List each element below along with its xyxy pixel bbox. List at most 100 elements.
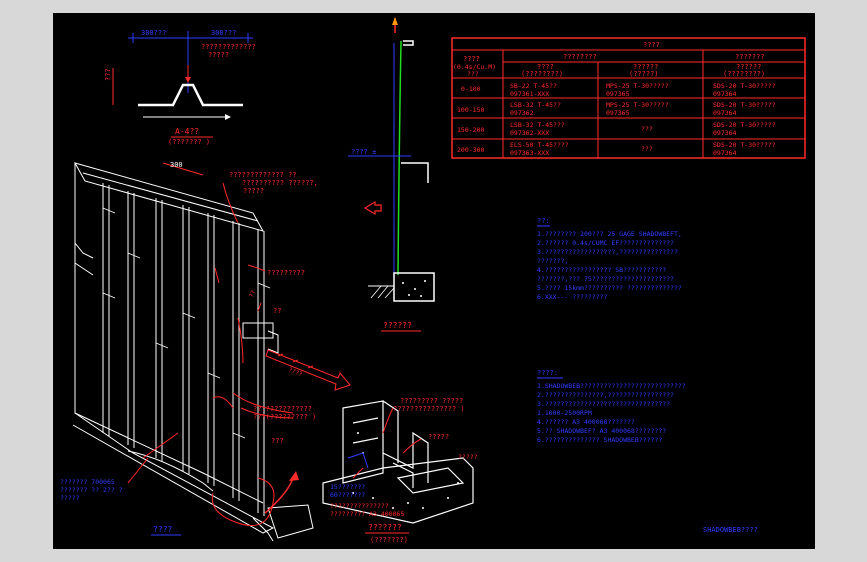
notes1-line: 3.??????????????????,??????????????? <box>537 248 678 256</box>
dim-left-text: 300??? <box>141 29 166 37</box>
callout-bracket-1: ??.??????????? <box>253 405 312 413</box>
table-cell: 0-100 <box>461 85 481 93</box>
notes1-line: 2.?????? 0.4s/CUMC EF?????????????? <box>537 239 674 247</box>
dim-top-text: 300 <box>170 161 183 169</box>
footer-stamp: SHADOWBEB???? <box>703 526 758 534</box>
table-title: ???? <box>643 41 660 49</box>
notes2-line: 1.SHADOWBEB??????????????????????????? <box>537 382 686 390</box>
callout-base: ??? <box>271 437 284 445</box>
table-cell: ??? <box>641 125 653 133</box>
notes1-title: ??: <box>537 217 550 225</box>
table-cell: 097364 <box>713 129 737 137</box>
corner-callout-4: ????? <box>458 453 478 461</box>
table-cell: 200-300 <box>457 146 484 154</box>
left-note-3: ????? <box>60 494 80 502</box>
corner-detail <box>322 400 474 524</box>
isometric-details <box>102 207 271 439</box>
table-cell: LSB-32 T-45?? <box>510 101 561 109</box>
callout-mid: ????????? <box>267 269 305 277</box>
table-cell: SDS-20 T-30????? <box>713 141 776 149</box>
corner-callout-3: ????? <box>428 433 449 441</box>
table-group-header-right: ??????? <box>735 53 765 61</box>
callout-top-3: ????? <box>243 187 264 195</box>
notes2-line: 5.?? SHADOWBEF? A3 400068???????? <box>537 427 666 435</box>
profile-caption: A-4?? <box>175 127 199 136</box>
table-cell: SDS-20 T-30????? <box>713 101 776 109</box>
notes-block-1: ??: 1.???????? 200??? 25 GAGE SHADOWBEFT… <box>537 217 682 301</box>
table-cell: SDS-20 T-30????? <box>713 82 776 90</box>
notes-block-2: ????: 1.SHADOWBEB???????????????????????… <box>537 369 686 444</box>
notes2-line: 3.???????????????????????????????? <box>537 400 670 408</box>
corner-blue-note-1: 15??????? <box>330 483 365 491</box>
left-note-1: ??????? 700065 <box>60 478 115 486</box>
table-cell: 097364 <box>713 109 737 117</box>
red-arrow <box>264 471 299 514</box>
corner-subcaption: (???????) <box>370 536 408 544</box>
table-cell: 097364 <box>713 149 737 157</box>
notes1-line: 4.????????????????? SB??????????? <box>537 266 666 274</box>
table-sub-header-c: ?????? <box>736 63 761 71</box>
corner-callout-2: ??????????????? ) <box>393 405 465 413</box>
table-sub-header-a: ???? <box>537 63 554 71</box>
dim-right-text: 300??? <box>211 29 236 37</box>
pointer-arrow: ???? <box>265 349 351 391</box>
notes2-title: ????: <box>537 369 558 377</box>
isometric-callouts: 300 <box>127 161 294 526</box>
wall-section: ???? ± ?????? <box>348 17 435 332</box>
profile-vertical-label: ??? <box>104 68 112 81</box>
table-cell: SDS-20 T-30????? <box>713 121 776 129</box>
profile-note-2: ????? <box>208 51 229 59</box>
notes1-line: 6.XXX--- ????????? <box>537 293 608 301</box>
corner-dots <box>352 432 459 509</box>
corner-blue-note-3: ??????????????? <box>330 502 389 510</box>
table-cell: 097362-XXX <box>510 129 549 137</box>
table-header-col1-sub: (0.4s/Cu.M) <box>453 63 496 71</box>
notes1-line: 5.???? 15kmm?????????? ?????????????? <box>537 284 682 292</box>
table-sub-header-b: ?????? <box>633 63 658 71</box>
table-cell: 150-200 <box>457 126 484 134</box>
table-cell: SB-22 T-45?? <box>510 82 557 90</box>
level-label: ???? ± <box>351 148 376 156</box>
isometric-wall-framing <box>72 162 314 542</box>
table-sub-header-b2: (?????) <box>629 70 659 78</box>
callout-top-1: ????????????? ?? <box>229 171 296 179</box>
callout-left-stud: ?? <box>248 289 257 299</box>
isometric-caption: ???? <box>153 525 172 534</box>
table-cell: ELS-50 T-45???? <box>510 141 569 149</box>
left-note-2: ??????? ?? 2?? ? <box>60 486 123 494</box>
notes2-line: 4.?????? A3 400068??????? <box>537 418 635 426</box>
profile-subcaption: (??????? ) <box>168 138 210 146</box>
table-sub-header-c2: (????????) <box>723 70 765 78</box>
callout-bracket-2: ???(????????? ) <box>253 413 316 421</box>
notes1-line: ???????,??? 75????????????????????? <box>537 275 674 283</box>
callout-top-2: ?????????? ??????, <box>242 179 318 187</box>
notes1-line: ???????, <box>537 257 568 265</box>
arrow-label: ???? <box>287 366 303 378</box>
table-cell: MPS-25 T-30????? <box>606 101 669 109</box>
corner-blue-note-2: 60??????? <box>330 491 365 499</box>
table-cell: MPS-25 T-30????? <box>606 82 669 90</box>
table-cell: ??? <box>641 145 653 153</box>
corner-caption: ??????? <box>368 523 402 532</box>
notes2-line: 1.1000-2500RPM <box>537 409 592 417</box>
table-cell: 100-150 <box>457 106 484 114</box>
cad-drawing-canvas: 300??? 300??? ????????????? ????? ??? A-… <box>53 13 815 549</box>
table-cell: 097362 <box>510 109 534 117</box>
notes1-line: 1.???????? 200??? 25 GAGE SHADOWBEFT, <box>537 230 682 238</box>
table-cell: 097365 <box>606 109 630 117</box>
corner-blue-mark <box>347 452 369 469</box>
table-sub-header-a2: (????????) <box>521 70 563 78</box>
table-cell: 097361-XXX <box>510 90 549 98</box>
corner-blue-note-4: ????????? A3 400065 <box>330 510 404 518</box>
notes2-line: 2.???????????????,????????????????? <box>537 391 674 399</box>
table-cell: LSB-32 T-45??? <box>510 121 565 129</box>
profile-note-1: ????????????? <box>201 43 256 51</box>
table-cell: 097365 <box>606 90 630 98</box>
table-cell: 097363-XXX <box>510 149 549 157</box>
corner-callouts <box>352 407 422 479</box>
table-header-col1: ???? <box>463 55 480 63</box>
table-cell: 097364 <box>713 90 737 98</box>
profile-detail: 300??? 300??? ????????????? ????? ??? A-… <box>104 29 256 146</box>
notes2-line: 6.?????????????? SHADOWBEB?????? <box>537 436 662 444</box>
table-group-header-mid: ???????? <box>563 53 597 61</box>
